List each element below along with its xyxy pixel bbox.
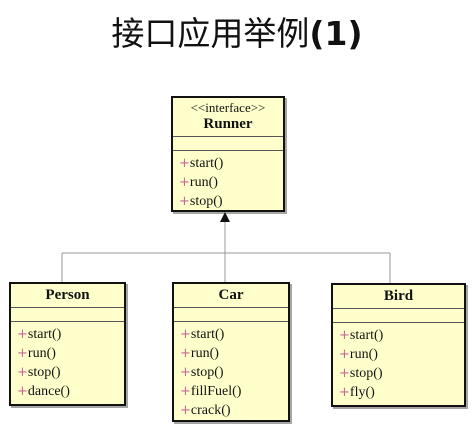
car-attributes xyxy=(174,308,288,322)
visibility-plus: + xyxy=(339,347,350,362)
title-suffix: (1) xyxy=(309,14,363,53)
visibility-plus: + xyxy=(17,365,28,380)
operation-item: +start() xyxy=(179,156,224,171)
runner-operations: +start() +run() +stop() xyxy=(173,151,283,211)
title-main: 接口应用举例 xyxy=(111,14,310,53)
operation-item: +fly() xyxy=(339,385,375,400)
person-class-box[interactable]: Person +start() +run() +stop() +dance() xyxy=(9,282,126,406)
operation-item: +stop() xyxy=(180,365,224,380)
class-name-person: Person xyxy=(45,287,90,303)
realization-arrowhead xyxy=(220,212,230,222)
person-operations: +start() +run() +stop() +dance() xyxy=(11,322,124,401)
runner-interface-box[interactable]: <<interface>> Runner +start() +run() +st… xyxy=(171,96,285,212)
operation-item: +run() xyxy=(180,346,219,361)
runner-attributes xyxy=(173,137,283,151)
person-header: Person xyxy=(11,284,124,308)
operation-item: +fillFuel() xyxy=(180,384,242,399)
interface-stereotype: <<interface>> xyxy=(190,100,266,115)
visibility-plus: + xyxy=(179,194,190,209)
page-title: 接口应用举例(1) xyxy=(0,12,474,56)
bird-attributes xyxy=(333,309,464,323)
car-class-box[interactable]: Car +start() +run() +stop() +fillFuel() … xyxy=(172,282,290,422)
class-name-car: Car xyxy=(218,287,244,303)
operation-item: +stop() xyxy=(17,365,61,380)
visibility-plus: + xyxy=(180,346,191,361)
operation-item: +run() xyxy=(179,175,218,190)
runner-header: <<interface>> Runner xyxy=(173,98,283,137)
visibility-plus: + xyxy=(180,365,191,380)
visibility-plus: + xyxy=(339,328,350,343)
interface-name: Runner xyxy=(203,116,253,132)
bird-header: Bird xyxy=(333,285,464,309)
visibility-plus: + xyxy=(339,385,350,400)
operation-item: +dance() xyxy=(17,384,70,399)
bird-class-box[interactable]: Bird +start() +run() +stop() +fly() xyxy=(331,283,466,407)
visibility-plus: + xyxy=(180,384,191,399)
visibility-plus: + xyxy=(17,327,28,342)
operation-item: +start() xyxy=(180,327,225,342)
car-header: Car xyxy=(174,284,288,308)
visibility-plus: + xyxy=(17,384,28,399)
operation-item: +run() xyxy=(17,346,56,361)
visibility-plus: + xyxy=(179,175,190,190)
operation-item: +start() xyxy=(17,327,62,342)
operation-item: +crack() xyxy=(180,403,231,418)
bird-operations: +start() +run() +stop() +fly() xyxy=(333,323,464,402)
operation-item: +start() xyxy=(339,328,384,343)
operation-item: +stop() xyxy=(339,366,383,381)
person-attributes xyxy=(11,308,124,322)
visibility-plus: + xyxy=(339,366,350,381)
car-operations: +start() +run() +stop() +fillFuel() +cra… xyxy=(174,322,288,420)
visibility-plus: + xyxy=(179,156,190,171)
operation-item: +run() xyxy=(339,347,378,362)
visibility-plus: + xyxy=(180,327,191,342)
visibility-plus: + xyxy=(17,346,28,361)
visibility-plus: + xyxy=(180,403,191,418)
class-name-bird: Bird xyxy=(383,288,414,304)
operation-item: +stop() xyxy=(179,194,223,209)
